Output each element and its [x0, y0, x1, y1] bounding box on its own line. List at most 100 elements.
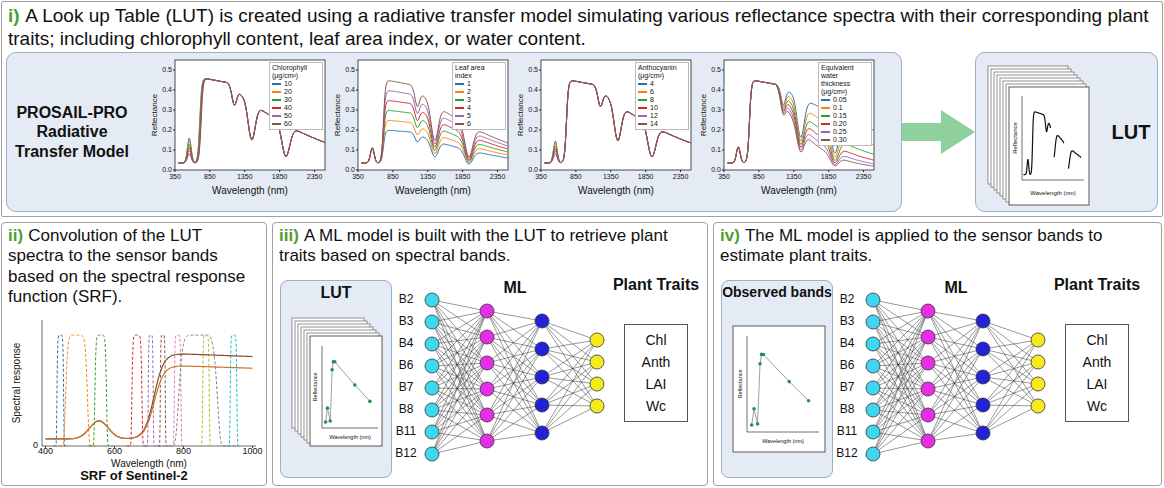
neuron — [480, 382, 494, 396]
axis-title: Wavelength (nm) — [212, 185, 288, 196]
neuron — [921, 304, 935, 318]
weight-link — [432, 363, 487, 366]
legend-label: 20 — [284, 88, 292, 95]
weight-link — [487, 321, 542, 389]
trait-name: LAI — [625, 373, 687, 395]
band-label: B12 — [395, 447, 416, 460]
weight-link — [432, 366, 487, 441]
box-title: LUT — [1106, 121, 1156, 144]
tick-label: 0.1 — [162, 146, 172, 154]
neuron — [480, 408, 494, 422]
weight-link — [542, 406, 597, 433]
weight-link — [487, 311, 542, 321]
weight-link — [873, 337, 928, 454]
tick — [610, 170, 611, 172]
srf-chart — [42, 320, 256, 448]
weight-link — [432, 311, 487, 366]
sheet — [1009, 87, 1089, 205]
tick-label: 0.2 — [345, 126, 355, 134]
weight-link — [432, 363, 487, 454]
tick — [356, 90, 358, 91]
neuron — [590, 399, 604, 413]
legend-label: 0.30 — [833, 136, 847, 143]
legend-swatch — [638, 123, 647, 125]
weight-link — [487, 311, 542, 433]
neuron — [425, 403, 439, 417]
step-description: Convolution of the LUT spectra to the se… — [8, 226, 245, 306]
neuron — [535, 370, 549, 384]
legend-entry: 40 — [272, 104, 320, 112]
neuron — [866, 403, 880, 417]
legend-entry: 0.05 — [821, 96, 869, 104]
neuron — [425, 447, 439, 461]
step-heading: i)A Look up Table (LUT) is created using… — [2, 2, 1162, 51]
weight-link — [873, 311, 928, 432]
tick-label: 0.4 — [345, 86, 355, 94]
neuron — [1031, 399, 1045, 413]
weight-link — [432, 337, 487, 388]
legend-label: 4 — [650, 80, 654, 87]
legend-entry: 5 — [455, 112, 503, 120]
legend-swatch — [455, 115, 464, 117]
lut-stack — [988, 66, 1089, 205]
weight-link — [928, 321, 983, 415]
trait-name: Wc — [1066, 395, 1128, 417]
tick-label: 0.4 — [528, 86, 538, 94]
tick — [722, 90, 724, 91]
observed-card — [733, 326, 825, 452]
weight-link — [928, 311, 983, 321]
neuron — [1031, 355, 1045, 369]
legend-swatch — [272, 83, 281, 85]
legend-entry: 0.30 — [821, 136, 869, 144]
legend-swatch — [455, 107, 464, 109]
band-dot — [326, 406, 330, 410]
legend-swatch — [821, 131, 830, 133]
panel-fill — [721, 280, 833, 478]
legend-swatch — [821, 115, 830, 117]
tick-label: 0.3 — [162, 106, 172, 114]
band-dot — [328, 419, 332, 423]
weight-link — [873, 322, 928, 441]
weight-link — [487, 337, 542, 433]
weight-link — [432, 388, 487, 415]
weight-link — [487, 377, 542, 441]
neuron — [921, 330, 935, 344]
reflectance-curve — [45, 354, 252, 439]
legend-entry: 10 — [638, 104, 686, 112]
legend-swatch — [638, 99, 647, 101]
band-dot — [758, 362, 762, 366]
axis-label: Wavelength (nm) — [1030, 190, 1075, 197]
axis — [322, 346, 378, 428]
tick — [863, 170, 864, 172]
weight-link — [928, 389, 983, 433]
tick — [173, 110, 175, 111]
tick — [541, 170, 542, 172]
weight-link — [432, 389, 487, 454]
chart-legend: Leaf area index123456 — [452, 62, 506, 130]
neuron — [921, 356, 935, 370]
weight-link — [873, 311, 928, 344]
tick — [724, 170, 725, 172]
legend-label: 6 — [650, 88, 654, 95]
plot-area — [358, 60, 508, 170]
tick-label: 1850 — [272, 173, 288, 181]
tick — [758, 170, 759, 172]
tick — [279, 170, 280, 172]
tick — [539, 90, 541, 91]
legend-swatch — [455, 91, 464, 93]
neuron — [976, 370, 990, 384]
weight-link — [542, 362, 597, 433]
tick-label: 850 — [753, 173, 765, 181]
trait-name: LAI — [1066, 373, 1128, 395]
weight-link — [928, 311, 983, 405]
weight-link — [873, 322, 928, 363]
weight-link — [487, 321, 542, 363]
neuron — [425, 293, 439, 307]
tick-label: 1850 — [455, 173, 471, 181]
neuron — [535, 314, 549, 328]
neuron — [425, 425, 439, 439]
neuron — [480, 434, 494, 448]
weight-link — [928, 405, 983, 415]
weight-link — [873, 363, 928, 366]
weight-link — [983, 384, 1038, 433]
